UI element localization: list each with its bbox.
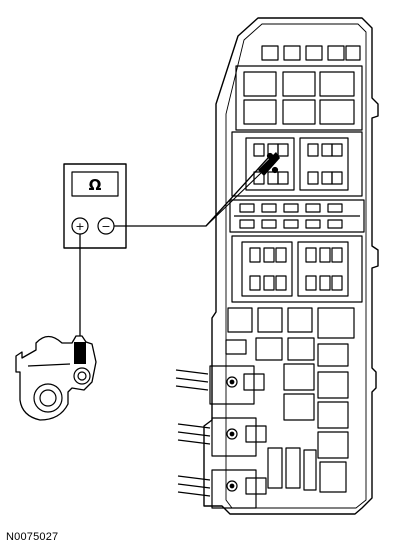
small-relay-row — [225, 307, 355, 367]
positive-symbol: + — [75, 220, 84, 233]
micro-relay-block-upper — [231, 131, 363, 197]
maxi-fuse-block — [267, 363, 349, 493]
reference-code: N0075027 — [6, 531, 59, 543]
battery-terminal-connector — [15, 335, 97, 421]
meter-display — [71, 171, 119, 197]
ohmmeter: Ω + − — [63, 163, 127, 249]
fuse-box — [175, 17, 379, 515]
relay-block-top — [235, 65, 363, 131]
negative-symbol: − — [101, 220, 110, 233]
micro-relay-block-lower — [231, 235, 363, 303]
negative-probe-tip — [258, 152, 280, 176]
middle-fuse-strip — [229, 199, 365, 233]
probe-point-lower — [271, 166, 279, 174]
test-leads — [79, 152, 280, 344]
top-fuse-row — [261, 45, 361, 61]
battery-stud-terminals — [175, 365, 267, 509]
meter-ohm-symbol: Ω — [89, 176, 102, 194]
